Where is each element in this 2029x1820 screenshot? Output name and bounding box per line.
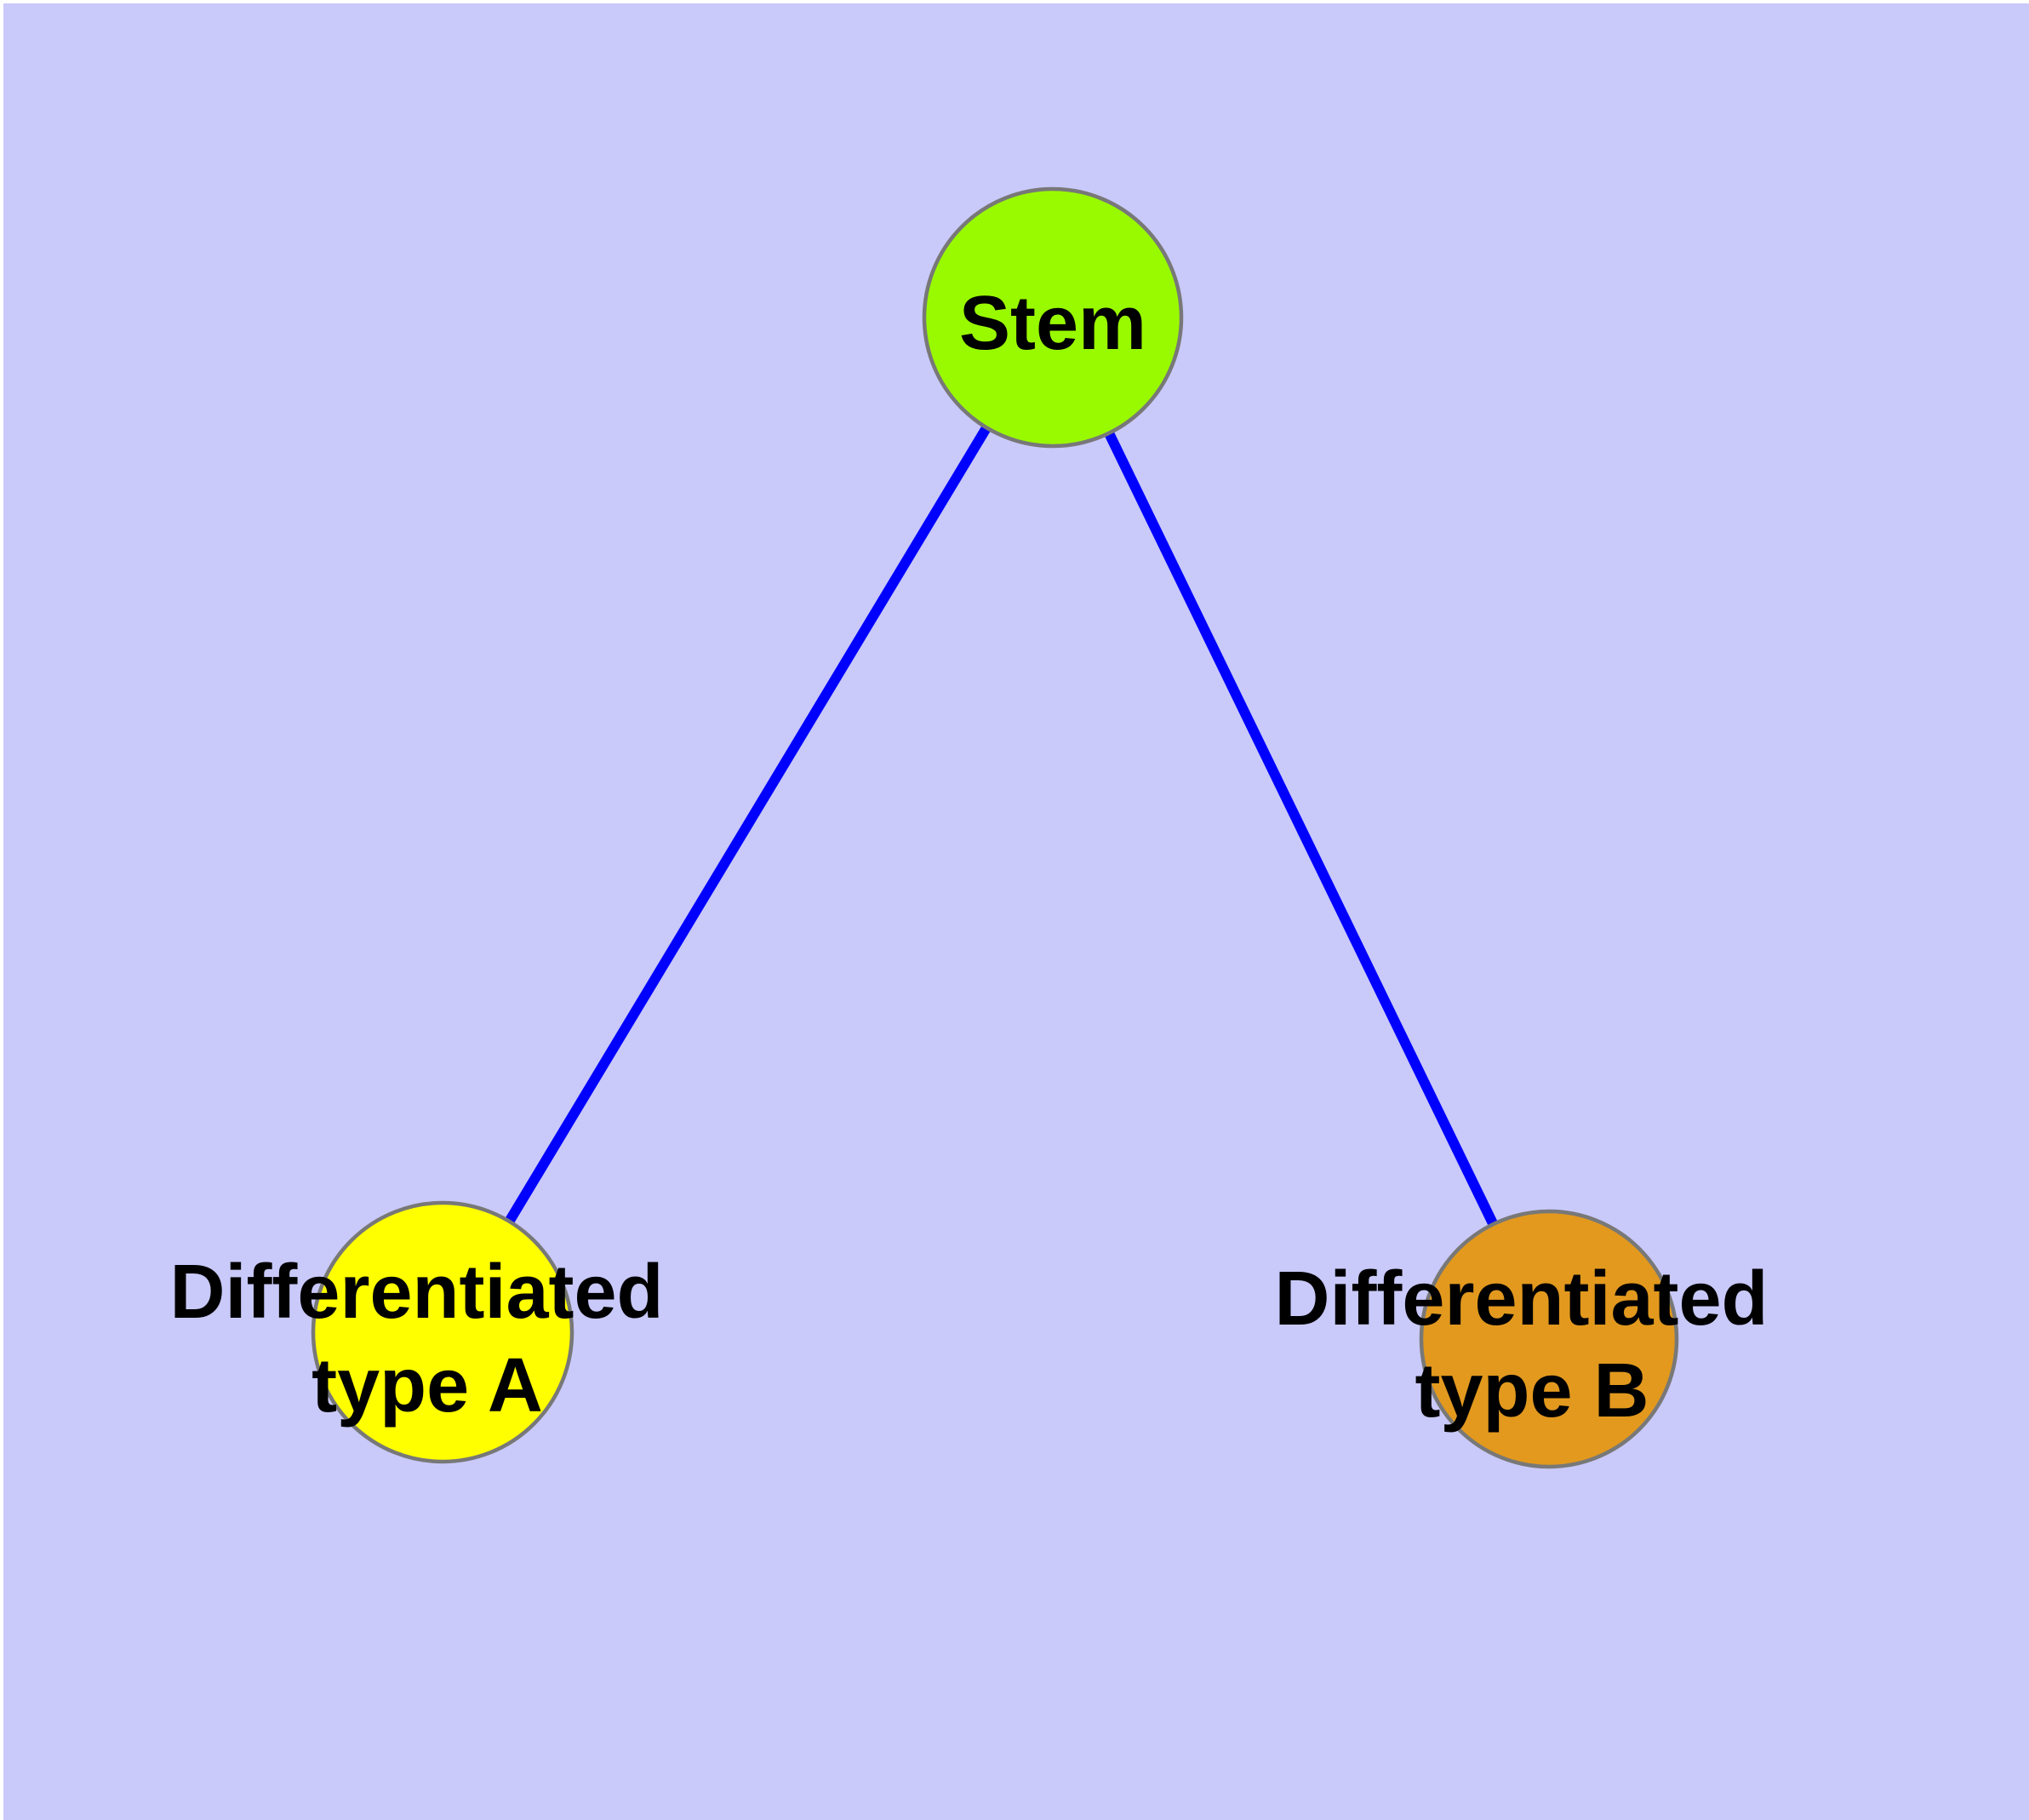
- node-stem-label: Stem: [959, 281, 1146, 366]
- edge-stem-to-type-b: [1048, 315, 1554, 1342]
- node-differentiated-type-b-label: Differentiated type B: [1274, 1256, 1789, 1434]
- node-stem-circle: [922, 186, 1184, 449]
- node-differentiated-type-a-label: Differentiated type A: [169, 1250, 684, 1428]
- edge-stem-to-type-a: [437, 314, 1058, 1336]
- node-differentiated-type-b-label-line2: type B: [1415, 1348, 1649, 1434]
- node-differentiated-type-a-circle: [311, 1200, 574, 1464]
- node-differentiated-type-b-circle: [1419, 1209, 1679, 1469]
- node-differentiated-type-b-label-line1: Differentiated: [1274, 1256, 1768, 1342]
- node-differentiated-type-a-label-line1: Differentiated: [169, 1250, 663, 1335]
- node-differentiated-type-a-label-line2: type A: [311, 1343, 543, 1428]
